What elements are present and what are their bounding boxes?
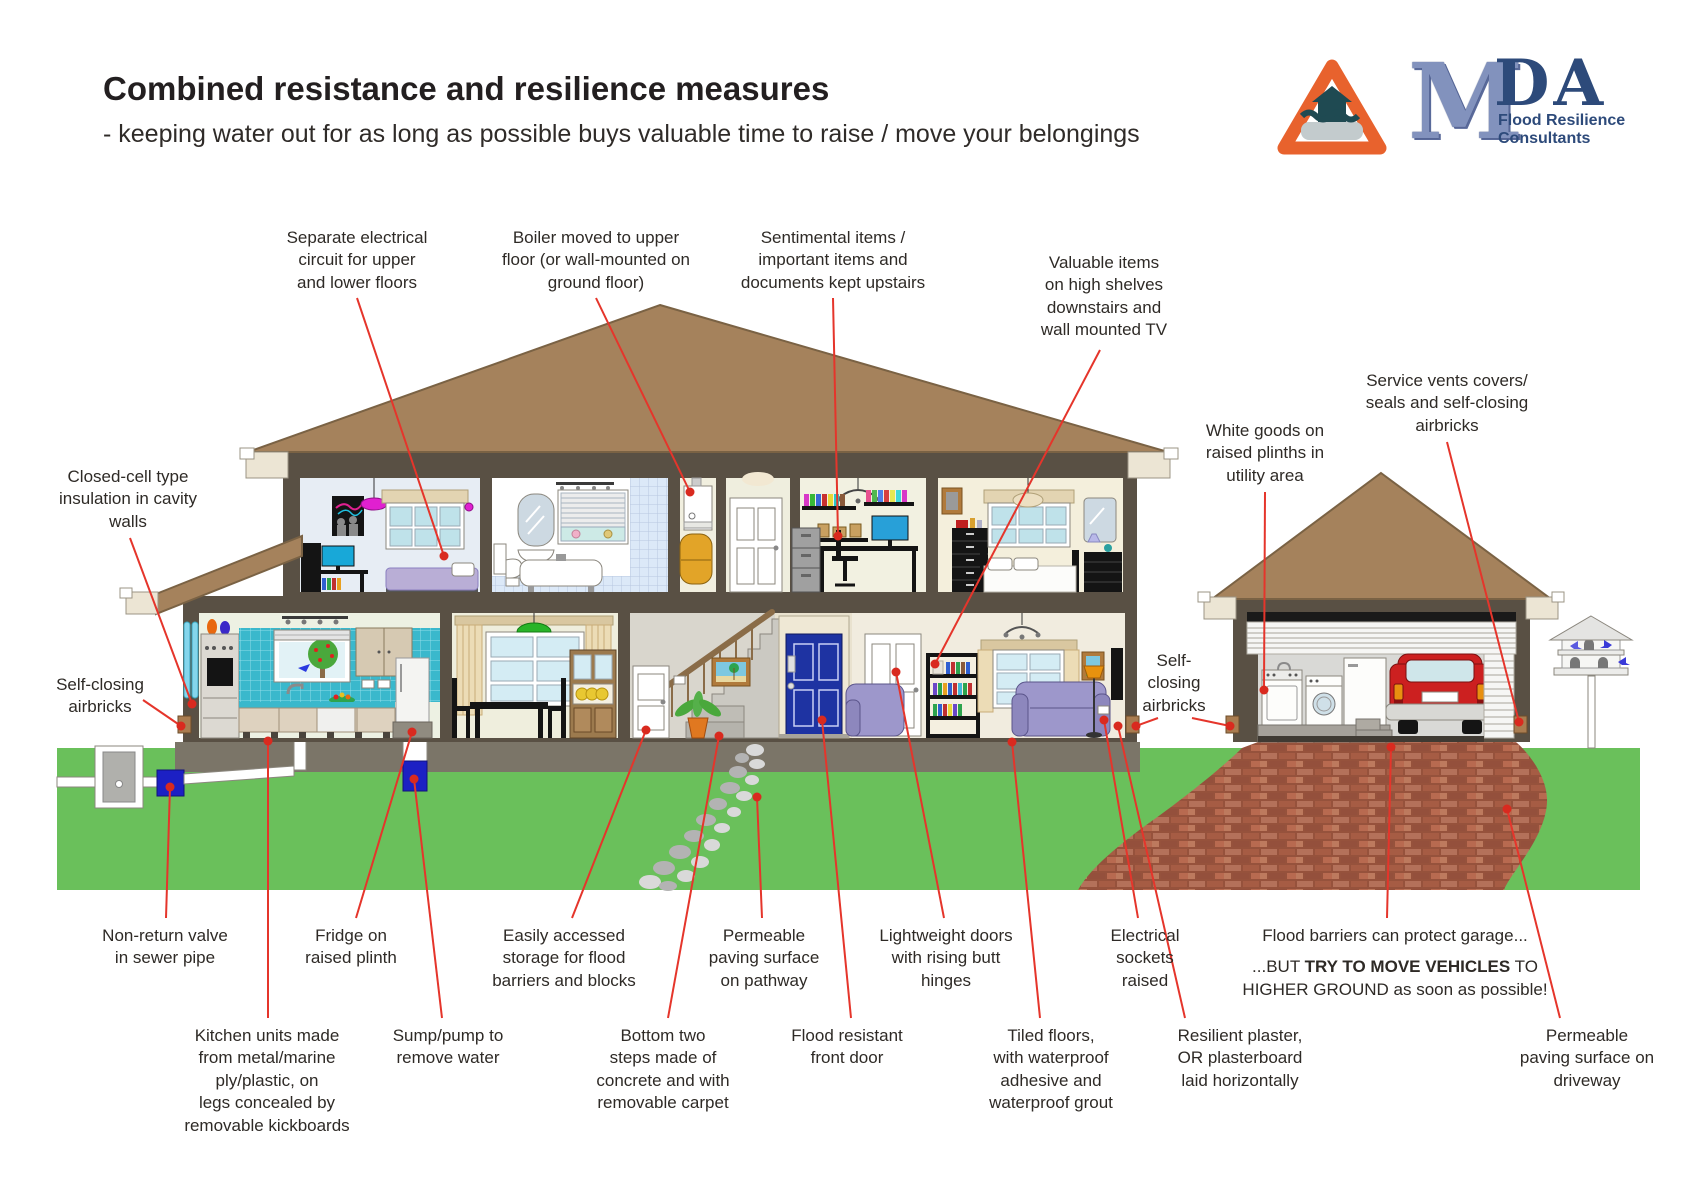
callout-non-return-valve: Non-return valve in sewer pipe (102, 926, 228, 968)
raised-socket (1097, 705, 1110, 715)
callout-insulation: Closed-cell type insulation in cavity wa… (59, 467, 197, 531)
callout-airbricks-left: Self-closing airbricks (56, 675, 144, 717)
sofa (1015, 681, 1107, 737)
hallway (632, 609, 780, 739)
garage (1197, 471, 1565, 743)
callout-white-goods: White goods on raised plinths in utility… (1205, 421, 1325, 485)
page-title: Combined resistance and resilience measu… (103, 70, 830, 107)
garage-note-line2: ...BUT TRY TO MOVE VEHICLES TO HIGHER GR… (1230, 956, 1560, 1001)
callout-front-door: Flood resistant front door (791, 1026, 903, 1068)
cavity-insulation (183, 621, 191, 699)
callout-boiler: Boiler moved to upper floor (or wall-mou… (501, 228, 691, 292)
dining-room (452, 613, 617, 739)
kitchen (200, 616, 440, 739)
callout-paving-pathway: Permeable paving surface on pathway (708, 926, 820, 990)
front-door (778, 615, 850, 739)
driveway (1078, 742, 1548, 890)
callout-barrier-storage: Easily accessed storage for flood barrie… (492, 926, 636, 990)
main-bedroom (941, 478, 1122, 593)
page-subtitle: - keeping water out for as long as possi… (103, 120, 1140, 148)
wall-mounted-tv (1111, 648, 1123, 700)
garage-roof (1208, 471, 1555, 600)
car (1385, 653, 1495, 734)
house-foundation (175, 742, 1140, 772)
teen-bedroom (301, 478, 479, 592)
under-stairs-storage-door (632, 665, 670, 739)
callout-paving-driveway: Permeable paving surface on driveway (1519, 1026, 1655, 1090)
mda-logo: M DA Flood Resilience Consultants (1408, 40, 1668, 163)
mda-logo-tagline: Flood Resilience Consultants (1498, 112, 1626, 148)
flood-warning-icon (1277, 59, 1387, 155)
callout-sentimental-items: Sentimental items / important items and … (740, 228, 926, 292)
callout-resilient-plaster: Resilient plaster, OR plasterboard laid … (1177, 1026, 1303, 1090)
bathroom (492, 478, 668, 592)
callout-fridge: Fridge on raised plinth (305, 926, 397, 968)
callout-garage-barriers: Flood barriers can protect garage... ...… (1230, 925, 1560, 1001)
callout-sockets-raised: Electrical sockets raised (1110, 926, 1180, 990)
callout-valuable-items: Valuable items on high shelves downstair… (1040, 253, 1168, 340)
garage-note-line3: HIGHER GROUND as soon as possible! (1242, 979, 1548, 999)
upstairs-landing (729, 472, 783, 593)
callout-tiled-floors: Tiled floors, with waterproof adhesive a… (989, 1026, 1113, 1113)
birdhouse (1548, 615, 1634, 749)
callout-lightweight-doors: Lightweight doors with rising butt hinge… (879, 926, 1013, 990)
callout-concrete-steps: Bottom two steps made of concrete and wi… (596, 1026, 730, 1113)
hot-water-cylinder (679, 533, 713, 585)
living-room (845, 613, 1123, 738)
main-house (119, 303, 1179, 742)
callout-lines (129, 297, 1561, 1019)
callout-airbricks-middle: Self- closing airbricks (1142, 651, 1206, 715)
callout-kitchen-units: Kitchen units made from metal/marine ply… (184, 1026, 350, 1135)
mda-logo-da: DA (1494, 46, 1608, 121)
garage-note-line1: Flood barriers can protect garage... (1262, 926, 1528, 945)
callout-sump-pump: Sump/pump to remove water (392, 1026, 504, 1068)
mda-logo-m: M (1408, 40, 1524, 163)
callout-separate-circuit: Separate electrical circuit for upper an… (286, 228, 428, 292)
callout-service-vents: Service vents covers/ seals and self-clo… (1365, 371, 1529, 435)
main-roof (247, 303, 1169, 453)
garden-path (639, 744, 765, 891)
